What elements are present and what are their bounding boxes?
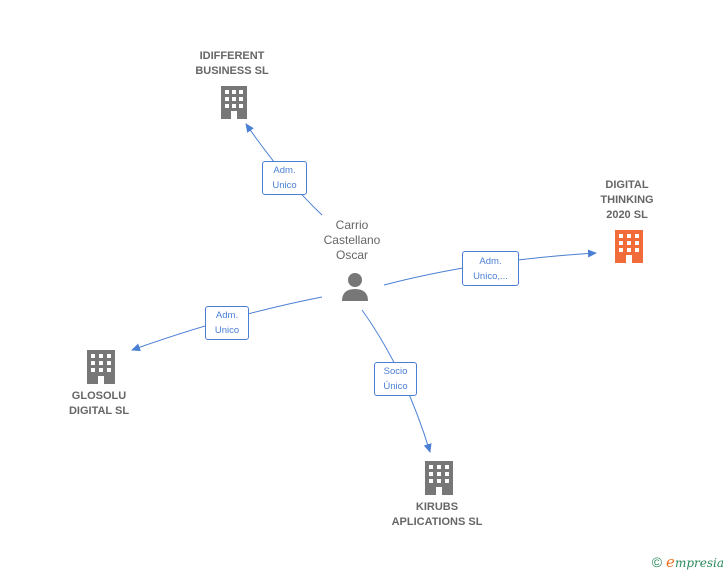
edge-label-kirubs: Socio Único xyxy=(374,362,417,396)
building-icon-highlight[interactable] xyxy=(615,230,643,263)
company-label-glosolu[interactable]: GLOSOLU DIGITAL SL xyxy=(68,390,130,417)
company-label-idifferent[interactable]: IDIFFERENT BUSINESS SL xyxy=(195,50,269,77)
edge-label-digital-thinking: Adm. Unico,... xyxy=(462,251,519,286)
footer-brand: © empresia xyxy=(652,553,724,571)
building-icon[interactable] xyxy=(87,350,115,384)
person-icon[interactable] xyxy=(342,273,368,301)
person-node-label[interactable]: Carrio Castellano Oscar xyxy=(323,218,381,262)
copyright-icon: © xyxy=(651,554,663,570)
building-icon[interactable] xyxy=(221,86,247,119)
building-icon[interactable] xyxy=(425,461,453,495)
edge-label-glosolu: Adm. Unico xyxy=(205,306,249,340)
edge-label-idifferent: Adm. Unico xyxy=(262,161,307,195)
brand-logo[interactable]: empresia xyxy=(666,553,724,571)
company-label-digital-thinking[interactable]: DIGITAL THINKING 2020 SL xyxy=(600,179,654,221)
company-label-kirubs[interactable]: KIRUBS APLICATIONS SL xyxy=(391,501,483,528)
